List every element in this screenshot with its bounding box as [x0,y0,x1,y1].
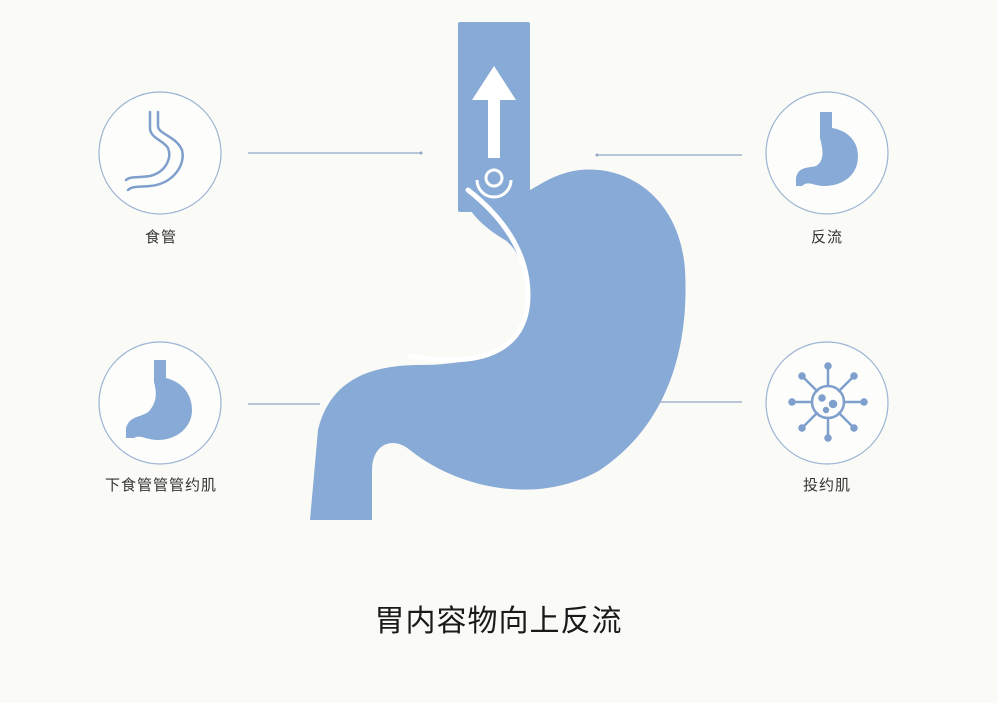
label-pylorus: 投约肌 [802,476,852,494]
caption: 胃内容物向上反流 [374,604,623,639]
stomach-outline-icon [124,110,184,192]
esophagus-badge [98,91,222,215]
stomach-body [310,169,686,520]
bacteria-icon [788,362,868,442]
label-esophagus: 食管 [144,228,178,246]
connector-lines [248,151,742,405]
valve-icon [475,168,513,199]
reflux-badge [765,91,889,215]
pylorus-badge [765,341,889,465]
stomach-filled-icon [796,112,858,186]
stomach-illustration [310,22,686,520]
label-les: 下食管管管约肌 [104,476,218,494]
up-arrow-icon [472,66,516,158]
inner-curve [407,187,531,363]
label-reflux: 反流 [810,228,844,246]
les-badge [98,341,222,465]
stomach-filled-icon [126,360,192,440]
